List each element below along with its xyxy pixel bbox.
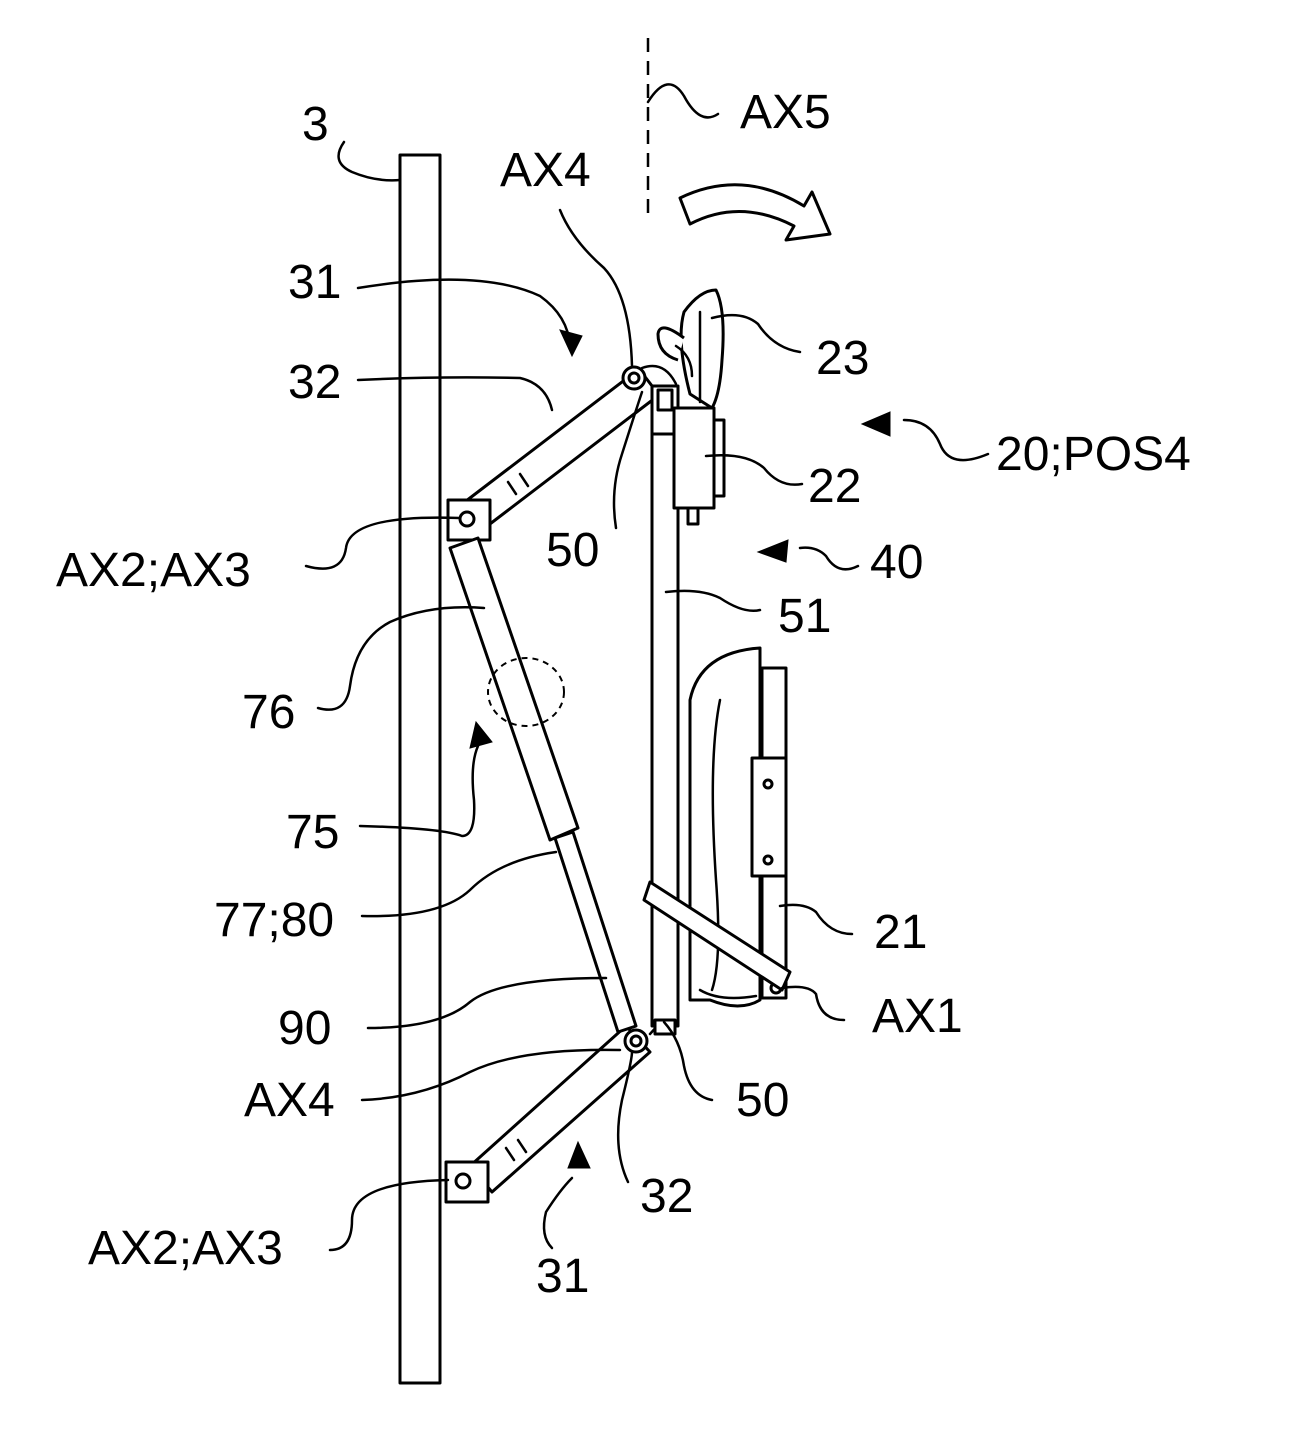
label-pos4: 20;POS4 <box>996 428 1191 481</box>
label-part76: 76 <box>242 686 295 739</box>
label-ax5: AX5 <box>740 86 831 139</box>
leader-ax5 <box>648 84 718 117</box>
label-ax23-top: AX2;AX3 <box>56 544 251 597</box>
leader-pos4 <box>904 420 988 460</box>
leader-arm31-top <box>358 280 570 346</box>
leader-part7780 <box>362 852 556 916</box>
leader-part51 <box>666 591 760 611</box>
label-part7780: 77;80 <box>214 894 334 947</box>
label-ax4-bottom: AX4 <box>244 1074 335 1127</box>
label-part50-bottom: 50 <box>736 1074 789 1127</box>
label-arm32-bottom: 32 <box>640 1170 693 1223</box>
lower-arm-assembly <box>446 1014 668 1202</box>
label-part90: 90 <box>278 1002 331 1055</box>
label-part51: 51 <box>778 590 831 643</box>
leader-arm32-top <box>358 377 552 410</box>
leader-part21 <box>780 905 852 934</box>
label-part75: 75 <box>286 806 339 859</box>
label-arm32-top: 32 <box>288 356 341 409</box>
leader-part50-bottom <box>664 1022 712 1100</box>
leader-arm31-bottom <box>544 1178 572 1248</box>
leader-part23 <box>712 315 800 352</box>
label-ax4-top: AX4 <box>500 144 591 197</box>
label-part40: 40 <box>870 536 923 589</box>
leader-ax1 <box>782 987 844 1020</box>
arrowhead-arm31-top <box>560 330 582 356</box>
gas-spring <box>450 538 636 1032</box>
label-part22: 22 <box>808 460 861 513</box>
rotation-arrow <box>680 185 830 240</box>
label-arm31-top: 31 <box>288 256 341 309</box>
arrowhead-pos4 <box>862 412 890 436</box>
leader-wall <box>339 142 400 180</box>
label-part23: 23 <box>816 332 869 385</box>
label-wall: 3 <box>302 98 329 151</box>
wall-panel <box>400 155 440 1383</box>
label-arm31-bottom: 31 <box>536 1250 589 1303</box>
arrowhead-arm31-bottom <box>568 1142 590 1168</box>
leader-part40 <box>800 548 858 570</box>
label-ax1: AX1 <box>872 990 963 1043</box>
label-part21: 21 <box>874 906 927 959</box>
arrowhead-part75 <box>470 722 492 748</box>
arrowhead-part40 <box>758 540 788 562</box>
label-ax23-bottom: AX2;AX3 <box>88 1222 283 1275</box>
label-part50-top: 50 <box>546 524 599 577</box>
